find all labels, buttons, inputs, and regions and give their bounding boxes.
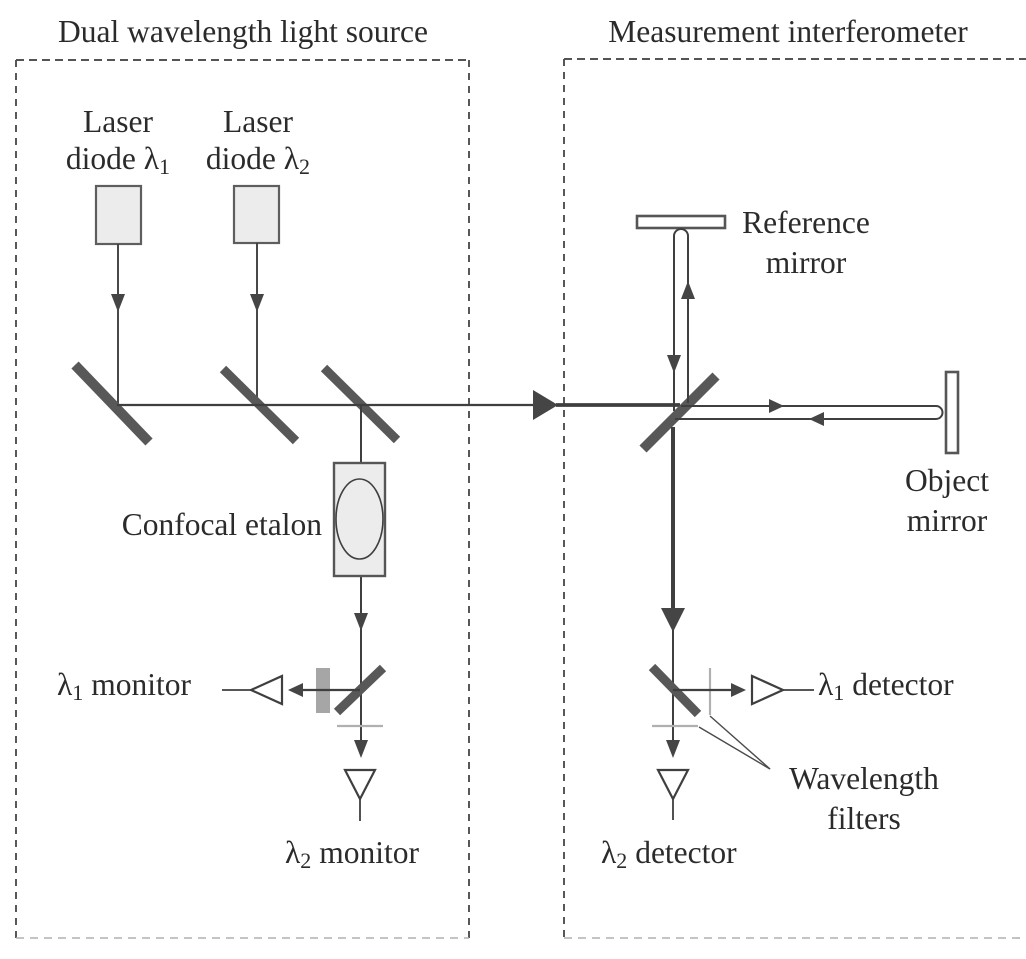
laser-diode-1-label-line2: diode λ1 bbox=[65, 141, 171, 179]
laser-diode-2-label-line2: diode λ2 bbox=[205, 141, 311, 179]
arrow-right-detector1-icon bbox=[731, 683, 746, 697]
fold-mirror-icon bbox=[71, 361, 153, 446]
monitor2-detector-icon bbox=[343, 768, 377, 802]
monitor1-label: λ1 monitor bbox=[57, 667, 191, 705]
arrow-down-detector2-icon bbox=[666, 740, 680, 758]
object-mirror-label: Object mirror bbox=[905, 463, 989, 538]
arrow-up-reference-icon bbox=[681, 281, 695, 299]
etalon-lens-icon bbox=[335, 478, 384, 560]
laser-diode-1-icon bbox=[94, 184, 143, 246]
confocal-etalon-icon bbox=[332, 461, 387, 578]
laser-diode-2-icon bbox=[232, 184, 281, 245]
object-mirror-icon bbox=[944, 370, 960, 455]
confocal-etalon-label: Confocal etalon bbox=[121, 507, 322, 542]
reference-mirror-label: Reference mirror bbox=[742, 205, 870, 280]
arrow-down-etalon-icon bbox=[354, 613, 368, 631]
arrow-right-main-beam-icon bbox=[533, 390, 558, 420]
filter-pointer-line-1 bbox=[709, 715, 771, 770]
beam-object-arm bbox=[675, 405, 944, 420]
arrow-down-output-icon bbox=[661, 608, 685, 632]
arrow-right-object-icon bbox=[769, 399, 784, 413]
arrow-down-laser1-icon bbox=[111, 294, 125, 312]
monitor1-detector-icon bbox=[248, 674, 284, 706]
arrow-down-monitor2-icon bbox=[354, 740, 368, 758]
detector2-icon bbox=[656, 768, 690, 802]
laser-diode-1-label: Laser diode λ1 bbox=[38, 103, 198, 179]
filter-pointer-line-2 bbox=[698, 726, 771, 770]
main-beam-splitter-icon bbox=[639, 372, 720, 453]
detector2-label: λ2 detector bbox=[601, 835, 737, 873]
detector1-icon bbox=[750, 674, 786, 706]
beam-reference-arm bbox=[673, 228, 689, 411]
detector1-label: λ1 detector bbox=[818, 667, 954, 705]
laser-diode-2-label-line1: Laser bbox=[223, 104, 293, 139]
monitor2-label: λ2 monitor bbox=[285, 835, 419, 873]
arrow-down-reference-icon bbox=[667, 355, 681, 373]
right-box-title: Measurement interferometer bbox=[608, 14, 968, 49]
left-box-title: Dual wavelength light source bbox=[57, 14, 429, 49]
arrow-down-laser2-icon bbox=[250, 294, 264, 312]
wavelength-filters-label: Wavelength filters bbox=[789, 761, 939, 836]
laser-diode-2-label: Laser diode λ2 bbox=[178, 103, 338, 179]
laser-diode-1-label-line1: Laser bbox=[83, 104, 153, 139]
arrow-left-monitor1-icon bbox=[288, 683, 303, 697]
arrow-left-object-icon bbox=[809, 412, 824, 426]
